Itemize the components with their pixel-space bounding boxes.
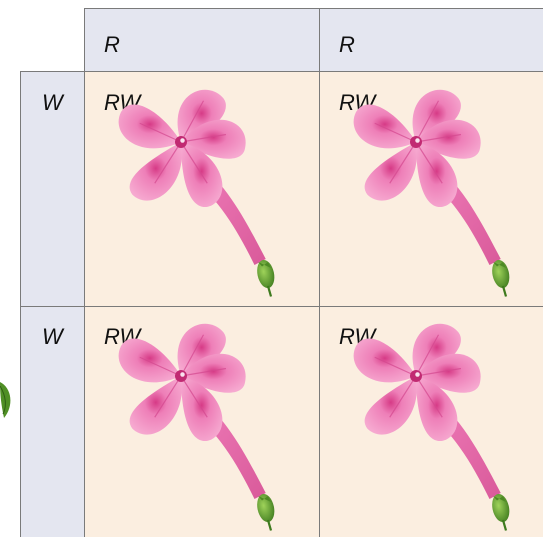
grid-line-header-bottom: [20, 71, 543, 72]
row-header-1: W: [20, 72, 84, 306]
offspring-cell-r1c2: RW: [319, 72, 543, 306]
offspring-cell-r1c1: RW: [84, 72, 319, 306]
grid-line-header-left: [84, 8, 85, 537]
pink-flower-icon: [112, 322, 292, 532]
grid-line-top: [84, 8, 543, 9]
pink-flower-icon: [112, 88, 292, 298]
column-header-1: R: [84, 8, 319, 72]
pink-flower-icon: [347, 88, 527, 298]
column-allele-1: R: [104, 34, 120, 56]
column-allele-2: R: [339, 34, 355, 56]
offspring-cell-r2c1: RW: [84, 306, 319, 537]
grid-line-row-divider: [20, 306, 543, 307]
pink-flower-icon: [347, 322, 527, 532]
column-header-2: R: [319, 8, 543, 72]
row-allele-1: W: [42, 92, 63, 114]
grid-line-left: [20, 71, 21, 537]
grid-line-col-divider: [319, 8, 320, 537]
leaf-icon: [0, 380, 14, 420]
row-header-2: W: [20, 306, 84, 537]
row-allele-2: W: [42, 326, 63, 348]
offspring-cell-r2c2: RW: [319, 306, 543, 537]
